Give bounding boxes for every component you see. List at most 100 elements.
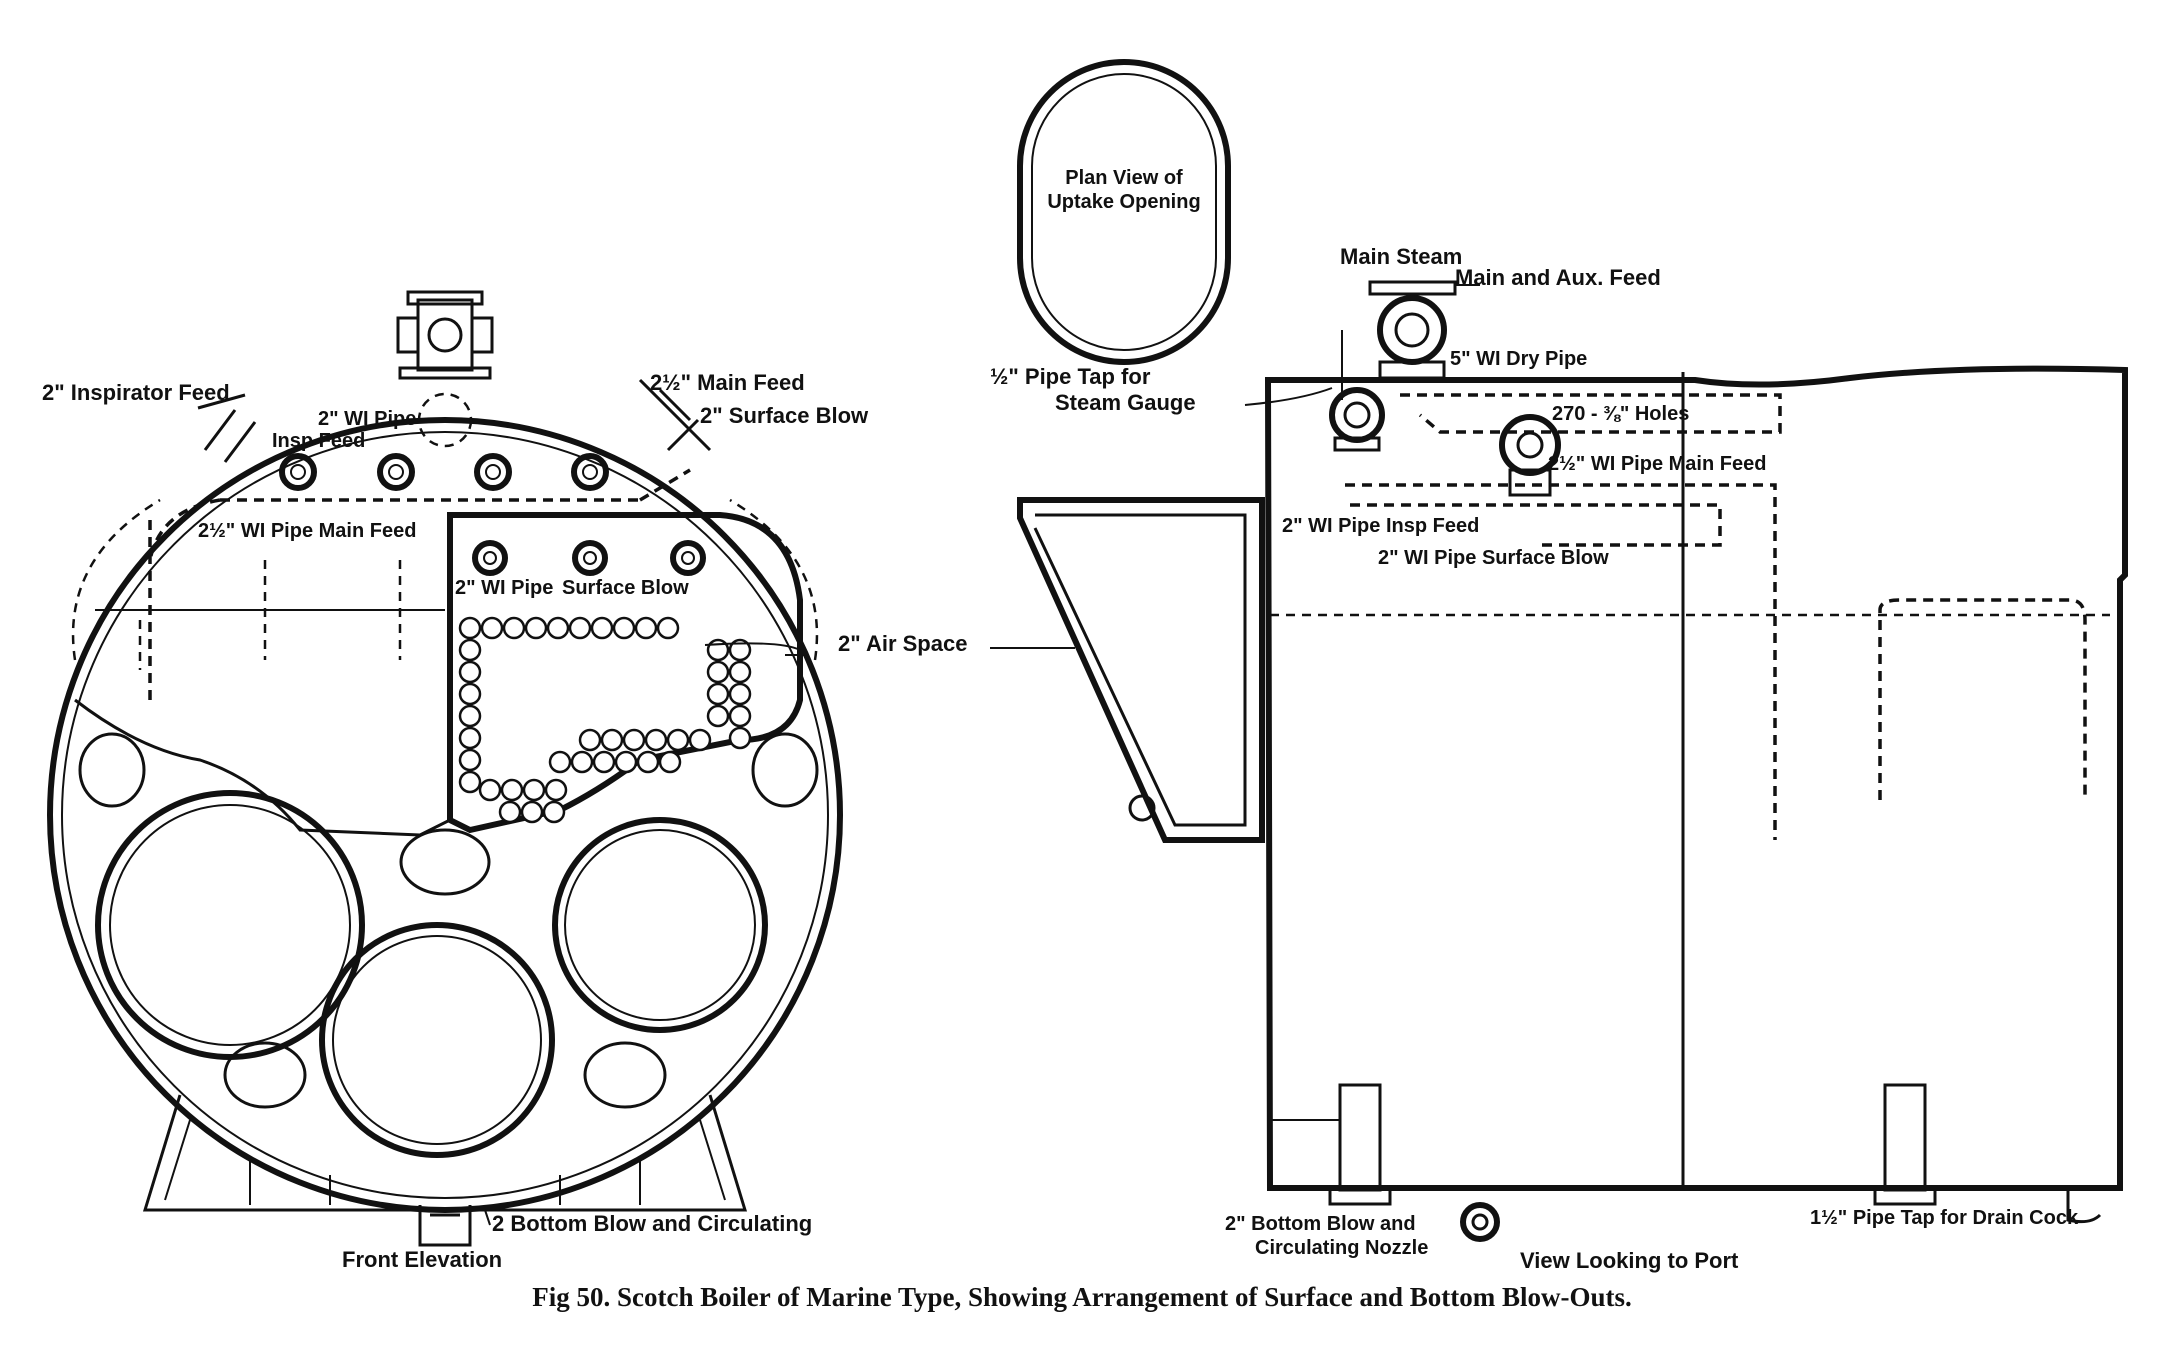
fire-tube — [728, 638, 752, 662]
surface-blow-pipe-side — [1350, 503, 1722, 547]
fire-tube — [498, 800, 522, 824]
fire-tube — [458, 638, 482, 662]
fire-tube — [614, 750, 638, 774]
fire-tube — [522, 778, 546, 802]
main-feed-fitting — [638, 378, 712, 452]
label-bottom-blow-side-2: Circulating Nozzle — [1255, 1237, 1428, 1259]
fire-tube — [658, 750, 682, 774]
fire-tube — [612, 616, 636, 640]
inspirator-feed-fitting — [197, 393, 257, 463]
fire-tube — [600, 728, 624, 752]
fire-tube — [546, 616, 570, 640]
fire-tube — [458, 616, 482, 640]
fire-tube — [634, 616, 658, 640]
fire-tube — [590, 616, 614, 640]
leg-front — [1338, 1083, 1382, 1192]
fire-tube — [706, 660, 730, 684]
tube-nest — [458, 616, 752, 824]
label-bottom-blow-side-1: 2" Bottom Blow and — [1225, 1213, 1416, 1235]
label-wi-pipe-surface-1: 2" WI Pipe — [455, 577, 553, 599]
fire-tube — [688, 728, 712, 752]
handhole-left — [78, 732, 146, 808]
furnace-center — [319, 922, 555, 1158]
leg-front-foot — [1328, 1186, 1392, 1206]
label-wi-pipe-main-feed: 2½" WI Pipe Main Feed — [198, 520, 416, 542]
fire-tube — [458, 704, 482, 728]
side-view-title: View Looking to Port — [1520, 1248, 1739, 1273]
furnace-left — [95, 790, 365, 1060]
label-main-feed: 2½" Main Feed — [650, 370, 805, 395]
stay-rods — [138, 560, 402, 670]
fire-tube — [666, 728, 690, 752]
side-view: ½" Pipe Tap for Steam Gauge Main Steam M… — [990, 244, 2128, 1273]
fire-tube — [622, 728, 646, 752]
label-wi-pipe-insp-1: 2" WI Pipe — [318, 408, 416, 430]
boiler-body-side — [1264, 365, 2128, 1191]
side-leaders — [990, 387, 1333, 649]
shell-inner-line — [61, 431, 829, 1199]
uptake-inner — [1031, 73, 1217, 351]
fire-tube — [656, 616, 680, 640]
label-wi-pipe-insp-2: Insp Feed — [272, 430, 365, 452]
plan-view-uptake: Plan View of Uptake Opening — [1017, 59, 1231, 365]
fire-tube — [728, 682, 752, 706]
handhole-lower-left — [223, 1041, 307, 1109]
label-air-space: 2" Air Space — [838, 631, 967, 656]
furnace-right — [552, 817, 768, 1033]
fire-tube — [542, 800, 566, 824]
handhole-lower-right — [583, 1041, 667, 1109]
plan-view-line2: Uptake Opening — [1047, 191, 1200, 213]
label-surface-blow-top: 2" Surface Blow — [700, 403, 869, 428]
label-wi-pipe-surface-blow-side: 2" WI Pipe Surface Blow — [1378, 547, 1609, 569]
chamber-left-outline — [74, 698, 451, 837]
fire-tube — [570, 750, 594, 774]
fire-tube — [458, 660, 482, 684]
fire-tube — [706, 704, 730, 728]
label-holes: 270 - ⅜" Holes — [1552, 403, 1689, 425]
fire-tube — [636, 750, 660, 774]
label-pipe-tap-2: Steam Gauge — [1055, 390, 1196, 415]
fire-tube — [644, 728, 668, 752]
label-main-aux-feed: Main and Aux. Feed — [1455, 265, 1661, 290]
fire-tube — [520, 800, 544, 824]
dry-pipe — [1400, 393, 1782, 434]
fire-tube — [458, 726, 482, 750]
manhole-dashed — [417, 392, 473, 448]
label-pipe-tap-1: ½" Pipe Tap for — [990, 364, 1151, 389]
smoke-box — [1017, 497, 1265, 843]
fire-tube — [458, 682, 482, 706]
figure-caption: Fig 50. Scotch Boiler of Marine Type, Sh… — [532, 1282, 1631, 1312]
front-elevation-title: Front Elevation — [342, 1247, 502, 1272]
combustion-chamber-top — [447, 512, 803, 834]
fire-tube — [458, 748, 482, 772]
uptake-outline — [1017, 59, 1231, 365]
steam-leaders — [1341, 284, 1480, 400]
handhole-right — [751, 732, 819, 808]
bottom-blow-nozzle-bore — [1471, 1213, 1489, 1231]
smoke-box-handle — [1128, 794, 1156, 822]
leg-rear-foot — [1873, 1186, 1937, 1206]
steam-gauge-fitting — [1329, 387, 1385, 452]
fire-tube — [728, 726, 752, 750]
leg-rear — [1883, 1083, 1927, 1192]
shell-stays — [71, 498, 819, 661]
top-stay-tubes — [279, 453, 706, 576]
fire-tube — [480, 616, 504, 640]
plan-view-line1: Plan View of — [1065, 167, 1183, 189]
fire-tube — [728, 660, 752, 684]
steam-nozzle — [396, 290, 494, 380]
label-main-steam: Main Steam — [1340, 244, 1462, 269]
front-elevation: 2" Inspirator Feed 2½" Main Feed 2" Surf… — [42, 290, 967, 1272]
fire-tube — [548, 750, 572, 774]
label-wi-pipe-insp-feed-side: 2" WI Pipe Insp Feed — [1282, 515, 1479, 537]
combustion-chamber-side — [1878, 598, 2087, 800]
boiler-shell — [47, 417, 843, 1213]
fire-tube — [502, 616, 526, 640]
fire-tube — [524, 616, 548, 640]
fire-tube — [568, 616, 592, 640]
fire-tube — [458, 770, 482, 794]
fire-tube — [706, 682, 730, 706]
main-steam-valve — [1368, 280, 1457, 380]
fire-tube — [592, 750, 616, 774]
label-dry-pipe: 5" WI Dry Pipe — [1450, 348, 1587, 370]
